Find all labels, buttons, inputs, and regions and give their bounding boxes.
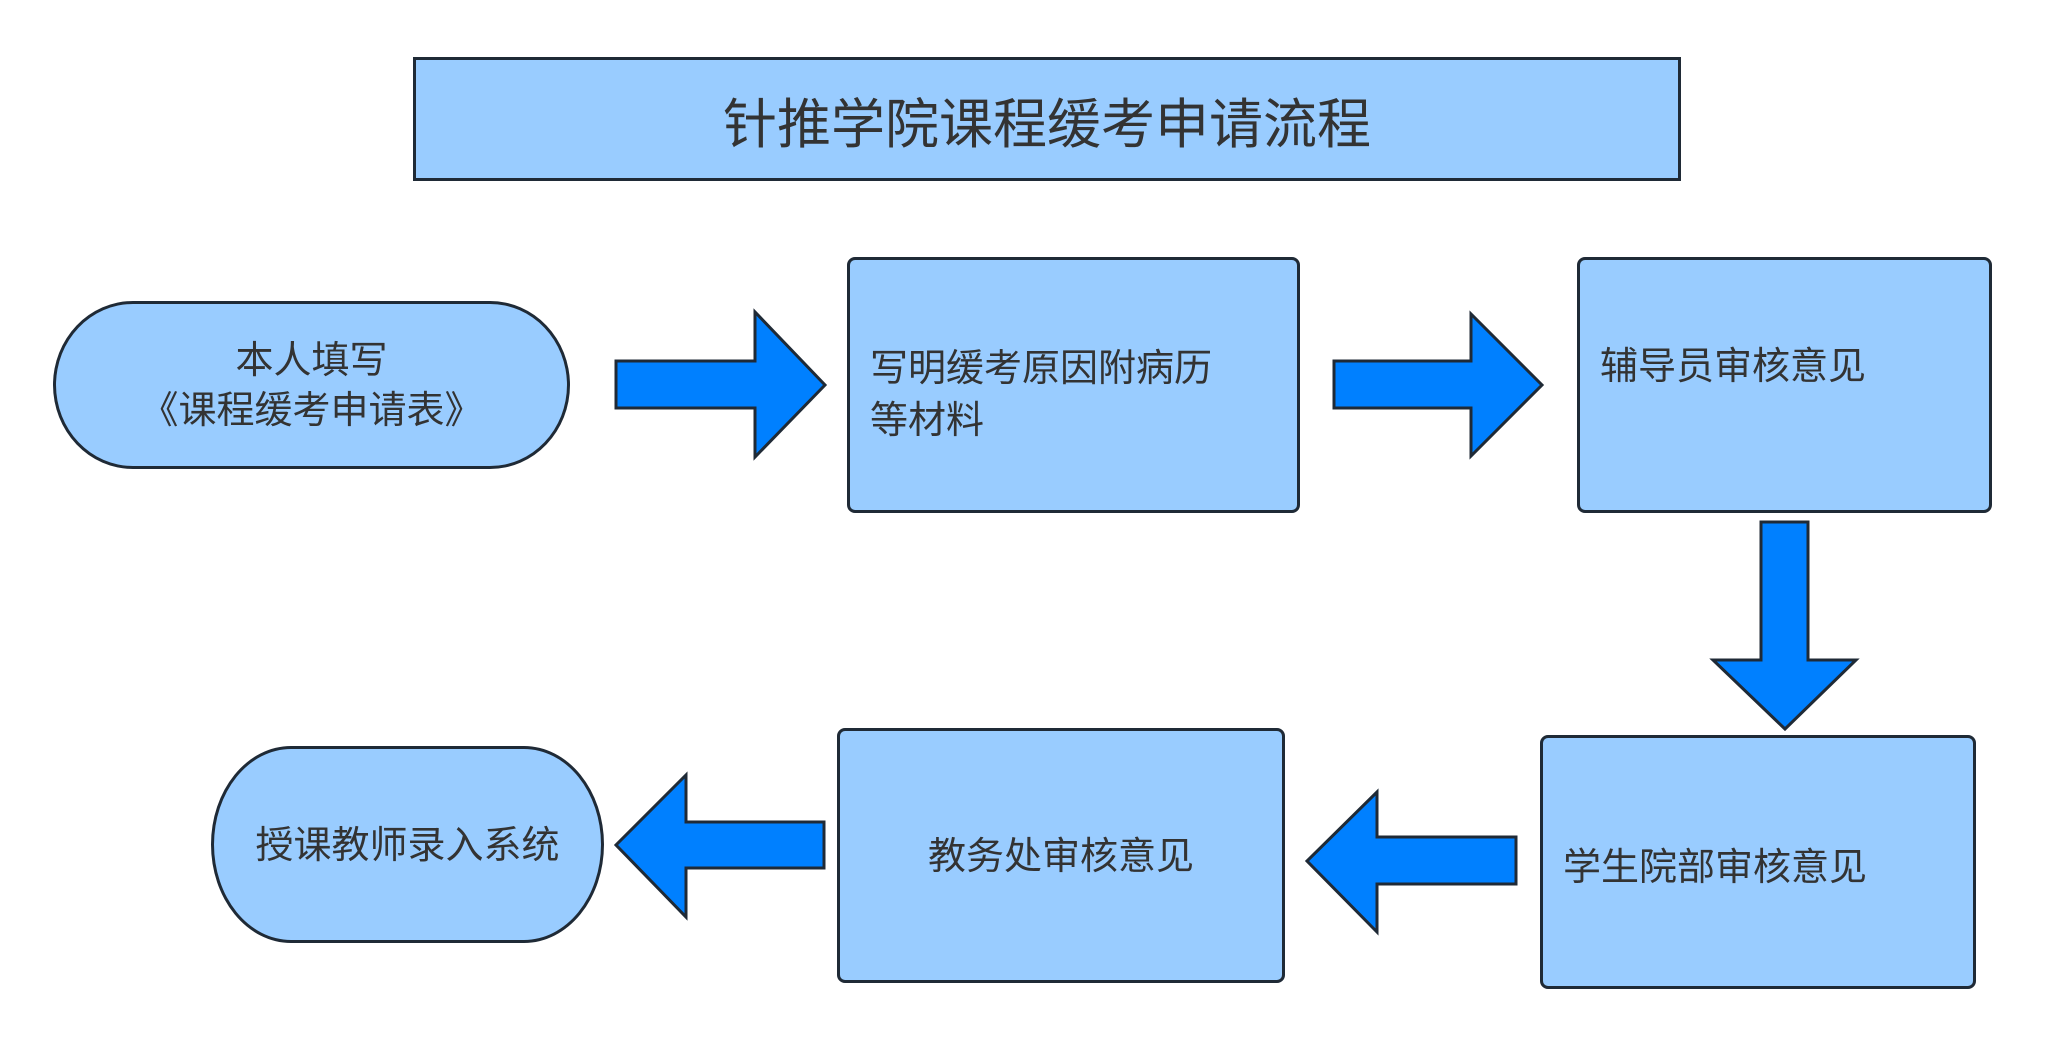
arrow-right-icon	[1332, 310, 1545, 460]
step-school-review-label: 学生院部审核意见	[1563, 845, 1868, 889]
arrow-left-icon	[613, 771, 826, 921]
arrow-left-icon	[1304, 788, 1518, 936]
step-teacher-entry[interactable]: 授课教师录入系统	[211, 746, 604, 943]
step-counselor-review[interactable]: 辅导员审核意见	[1577, 257, 1992, 513]
step-write-reason-label: 写明缓考原因附病历 等材料	[870, 346, 1213, 442]
step-write-reason[interactable]: 写明缓考原因附病历 等材料	[847, 257, 1300, 513]
diagram-title: 针推学院课程缓考申请流程	[723, 92, 1371, 156]
step-fill-form[interactable]: 本人填写 《课程缓考申请表》	[53, 301, 570, 469]
arrow-down-icon	[1709, 520, 1860, 732]
step-teacher-entry-label: 授课教师录入系统	[255, 822, 560, 867]
arrow-right-icon	[614, 308, 828, 461]
step-fill-form-label: 本人填写 《课程缓考申请表》	[140, 338, 483, 432]
step-academic-affairs-review-label: 教务处审核意见	[927, 833, 1194, 878]
step-school-review[interactable]: 学生院部审核意见	[1540, 735, 1976, 989]
step-academic-affairs-review[interactable]: 教务处审核意见	[837, 728, 1285, 983]
title-box: 针推学院课程缓考申请流程	[413, 57, 1681, 181]
step-counselor-review-label: 辅导员审核意见	[1600, 344, 1867, 388]
